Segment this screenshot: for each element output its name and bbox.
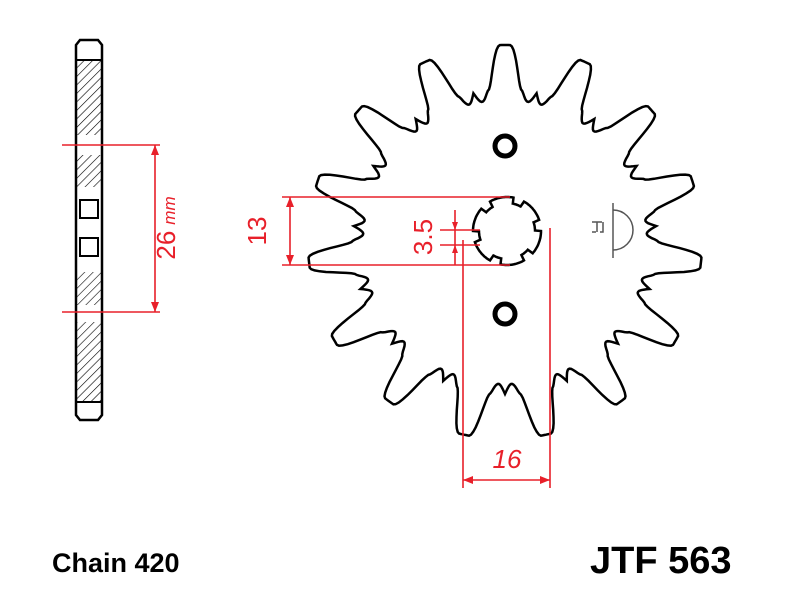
mounting-hole-top — [492, 133, 518, 159]
dim-26-mm: 26mm — [151, 196, 181, 259]
side-view — [74, 38, 104, 422]
svg-text:26mm: 26mm — [151, 196, 181, 259]
mounting-hole-bottom — [492, 301, 518, 327]
dimension-lines — [62, 144, 551, 488]
dim-13: 13 — [242, 217, 272, 246]
dim-16: 16 — [493, 444, 522, 474]
jt-logo-icon — [592, 203, 634, 258]
chain-size-label: Chain 420 — [52, 548, 180, 578]
splined-bore — [471, 195, 543, 267]
dim-3-5: 3.5 — [408, 219, 438, 255]
part-number-title: JTF 563 — [590, 540, 732, 582]
